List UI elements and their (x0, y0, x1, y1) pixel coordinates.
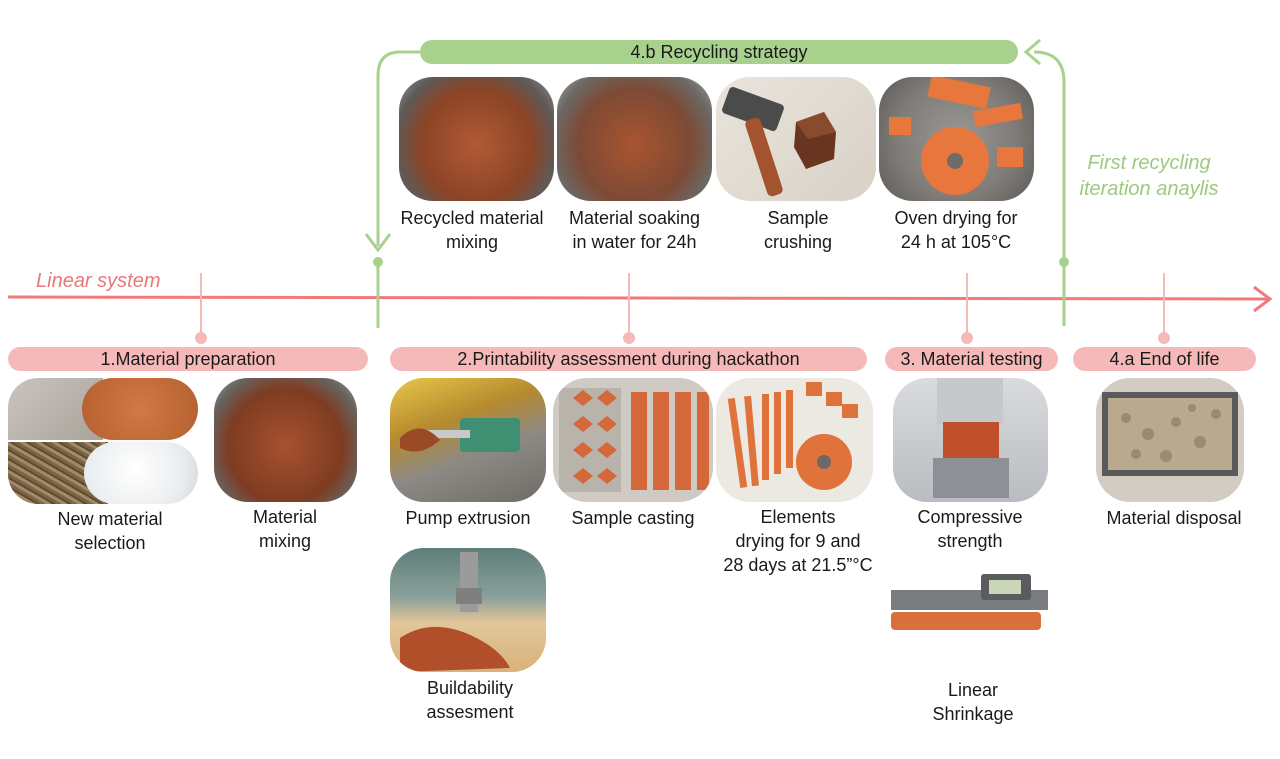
stage-testing-title: 3. Material testing (885, 347, 1058, 371)
recycling-strategy-title: 4.b Recycling strategy (420, 40, 1018, 64)
recycling-step-1-caption: Recycled material mixing (400, 208, 544, 252)
drying-elements-photo (716, 378, 873, 502)
eol-item-1-caption: Material disposal (1106, 508, 1242, 528)
linear-timeline (7, 295, 1269, 301)
compression-test-photo (893, 378, 1048, 502)
recycle-top-arrowhead (1023, 38, 1041, 66)
caliper-shrinkage-photo (891, 550, 1048, 674)
recycling-step-2-caption: Material soaking in water for 24h (568, 208, 701, 252)
clay-mix-photo (399, 77, 554, 201)
recycle-down-path (376, 50, 420, 246)
print-item-3-caption: Elements drying for 9 and 28 days at 21.… (723, 507, 873, 575)
prep-item-1-caption: New material selection (57, 509, 163, 553)
soaking-bowl-photo (557, 77, 712, 201)
print-item-1-caption: Pump extrusion (405, 508, 531, 528)
prep-item-2-caption: Material mixing (252, 507, 318, 551)
stage-eol-title: 4.a End of life (1073, 347, 1256, 371)
recycle-return-path (1033, 50, 1066, 326)
raw-materials-photo (8, 378, 198, 504)
hammer-crushing-photo (716, 77, 876, 201)
print-item-2-caption: Sample casting (571, 508, 695, 528)
buildability-photo (390, 548, 546, 672)
disposal-tray-photo (1096, 378, 1244, 502)
print-item-4-caption: Buildability assesment (426, 678, 514, 722)
mixing-bowl-photo (214, 378, 357, 502)
linear-system-label: Linear system (36, 270, 161, 292)
stage-print-title: 2.Printability assessment during hackath… (390, 347, 867, 371)
recycling-step-4-caption: Oven drying for 24 h at 105°C (894, 208, 1018, 252)
testing-item-2-caption: Linear Shrinkage (932, 680, 1014, 724)
oven-drying-photo (879, 77, 1034, 201)
recycling-step-3-caption: Sample crushing (763, 208, 833, 252)
recycle-down-arrowhead (364, 233, 392, 253)
stage-prep-title: 1.Material preparation (8, 347, 368, 371)
testing-item-1-caption: Compressive strength (917, 507, 1023, 551)
pump-extrusion-photo (390, 378, 546, 502)
iteration-label: First recycling iteration anaylis (1079, 152, 1219, 200)
timeline-arrowhead (1253, 285, 1273, 313)
sample-casting-photo (553, 378, 713, 502)
